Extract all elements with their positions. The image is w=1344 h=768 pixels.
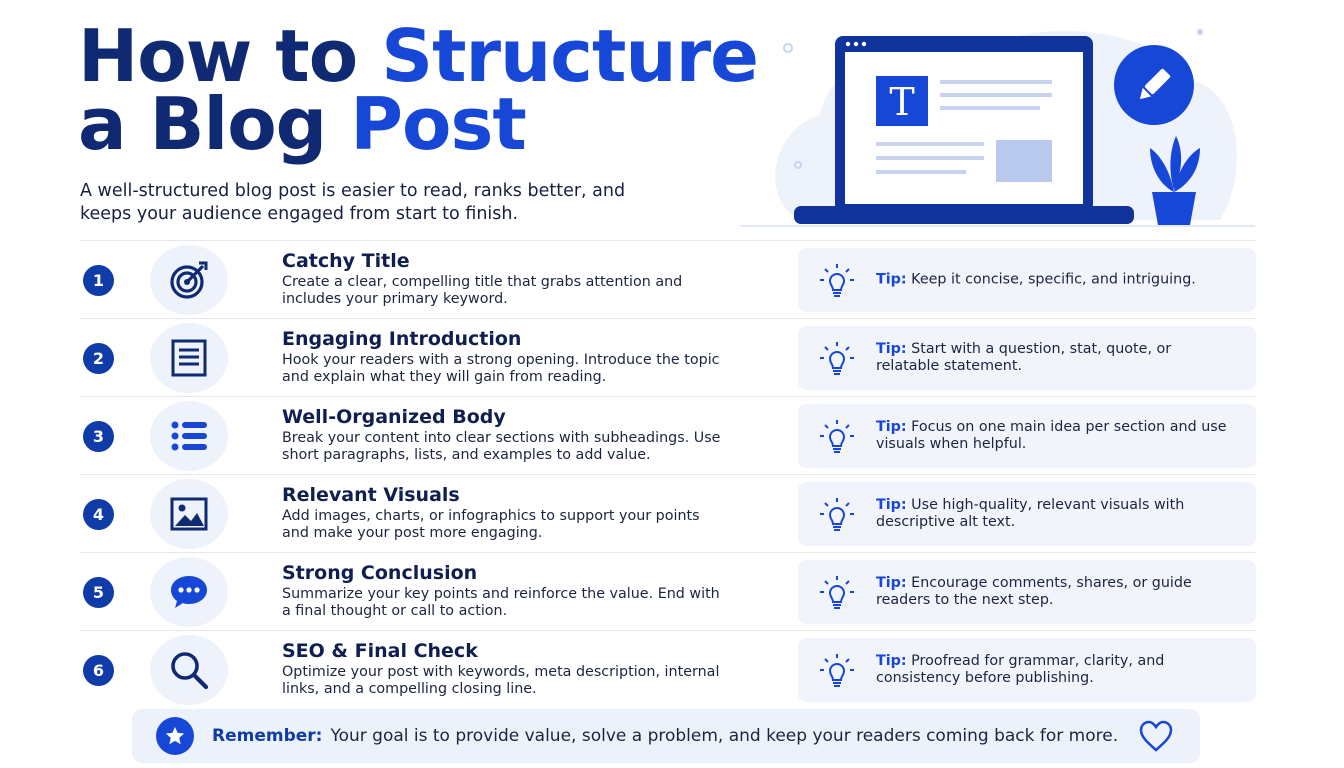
- tip-content: Use high-quality, relevant visuals with …: [876, 497, 1185, 530]
- tip-content: Keep it concise, specific, and intriguin…: [911, 271, 1196, 288]
- step-number-badge: 5: [83, 577, 114, 608]
- page-subtitle: A well-structured blog post is easier to…: [80, 181, 626, 224]
- tip-text: Tip: Focus on one main idea per section …: [876, 419, 1236, 453]
- title-part-2: a Blog: [78, 82, 351, 166]
- step-row: 1 Catchy Title Create a clear, compellin…: [80, 240, 1256, 318]
- plant-icon: [1150, 136, 1200, 225]
- search-icon: [150, 635, 228, 705]
- step-row: 3 Well-Organized Body Break your content…: [80, 396, 1256, 474]
- step-number-badge: 4: [83, 499, 114, 530]
- lightbulb-icon: [820, 264, 854, 297]
- step-title: Engaging Introduction: [282, 328, 522, 350]
- tip-content: Focus on one main idea per section and u…: [876, 419, 1227, 452]
- step-description: Break your content into clear sections w…: [282, 430, 721, 463]
- tip-box: Tip: Proofread for grammar, clarity, and…: [798, 638, 1256, 702]
- document-icon: [150, 323, 228, 393]
- tip-text: Tip: Keep it concise, specific, and intr…: [876, 272, 1236, 289]
- tip-text: Tip: Use high-quality, relevant visuals …: [876, 497, 1236, 531]
- image-icon: [150, 479, 228, 549]
- step-title: SEO & Final Check: [282, 640, 478, 662]
- lightbulb-icon: [820, 654, 854, 687]
- tip-label: Tip:: [876, 653, 907, 669]
- tip-label: Tip:: [876, 419, 907, 435]
- tip-box: Tip: Focus on one main idea per section …: [798, 404, 1256, 468]
- remember-message: Your goal is to provide value, solve a p…: [330, 726, 1119, 746]
- step-title: Strong Conclusion: [282, 562, 478, 584]
- tip-box: Tip: Keep it concise, specific, and intr…: [798, 248, 1256, 312]
- step-description: Create a clear, compelling title that gr…: [282, 274, 683, 307]
- step-row: 5 Strong Conclusion Summarize your key p…: [80, 552, 1256, 630]
- tip-text: Tip: Proofread for grammar, clarity, and…: [876, 653, 1236, 687]
- step-title: Well-Organized Body: [282, 406, 506, 428]
- lightbulb-icon: [820, 498, 854, 531]
- step-title: Catchy Title: [282, 250, 410, 272]
- tip-text: Tip: Start with a question, stat, quote,…: [876, 341, 1236, 375]
- step-description: Summarize your key points and reinforce …: [282, 586, 720, 619]
- lightbulb-icon: [820, 420, 854, 453]
- step-number-badge: 3: [83, 421, 114, 452]
- heart-icon: [1139, 720, 1173, 752]
- pencil-icon: [1139, 68, 1171, 100]
- star-icon: [156, 717, 194, 755]
- tip-box: Tip: Use high-quality, relevant visuals …: [798, 482, 1256, 546]
- hero-letter: T: [889, 80, 914, 124]
- chat-bubble-icon: [150, 557, 228, 627]
- tip-label: Tip:: [876, 341, 907, 357]
- lightbulb-icon: [820, 576, 854, 609]
- tip-label: Tip:: [876, 271, 907, 288]
- step-description: Hook your readers with a strong opening.…: [282, 352, 720, 385]
- tip-label: Tip:: [876, 575, 907, 591]
- step-description: Add images, charts, or infographics to s…: [282, 508, 700, 541]
- lightbulb-icon: [820, 342, 854, 375]
- title-accent-1: Structure: [381, 14, 759, 98]
- laptop-illustration: T: [740, 29, 1255, 227]
- step-number-badge: 1: [83, 265, 114, 296]
- tip-content: Start with a question, stat, quote, or r…: [876, 341, 1172, 374]
- tip-box: Tip: Start with a question, stat, quote,…: [798, 326, 1256, 390]
- step-title: Relevant Visuals: [282, 484, 460, 506]
- title-accent-2: Post: [350, 82, 527, 166]
- remember-label: Remember:: [212, 726, 323, 746]
- title-part-1: How to: [78, 14, 382, 98]
- steps-list: 1 Catchy Title Create a clear, compellin…: [80, 240, 1256, 708]
- page-title: How to Structure a Blog Post: [78, 20, 759, 160]
- step-number-badge: 6: [83, 655, 114, 686]
- remember-banner: Remember: Your goal is to provide value, …: [132, 709, 1200, 763]
- target-icon: [150, 245, 228, 315]
- step-row: 2 Engaging Introduction Hook your reader…: [80, 318, 1256, 396]
- step-number-badge: 2: [83, 343, 114, 374]
- tip-label: Tip:: [876, 497, 907, 513]
- tip-content: Proofread for grammar, clarity, and cons…: [876, 653, 1165, 686]
- step-description: Optimize your post with keywords, meta d…: [282, 664, 720, 697]
- remember-text: Remember: Your goal is to provide value, …: [212, 726, 1118, 746]
- tip-box: Tip: Encourage comments, shares, or guid…: [798, 560, 1256, 624]
- tip-content: Encourage comments, shares, or guide rea…: [876, 575, 1192, 608]
- list-icon: [150, 401, 228, 471]
- step-row: 4 Relevant Visuals Add images, charts, o…: [80, 474, 1256, 552]
- step-row: 6 SEO & Final Check Optimize your post w…: [80, 630, 1256, 708]
- tip-text: Tip: Encourage comments, shares, or guid…: [876, 575, 1236, 609]
